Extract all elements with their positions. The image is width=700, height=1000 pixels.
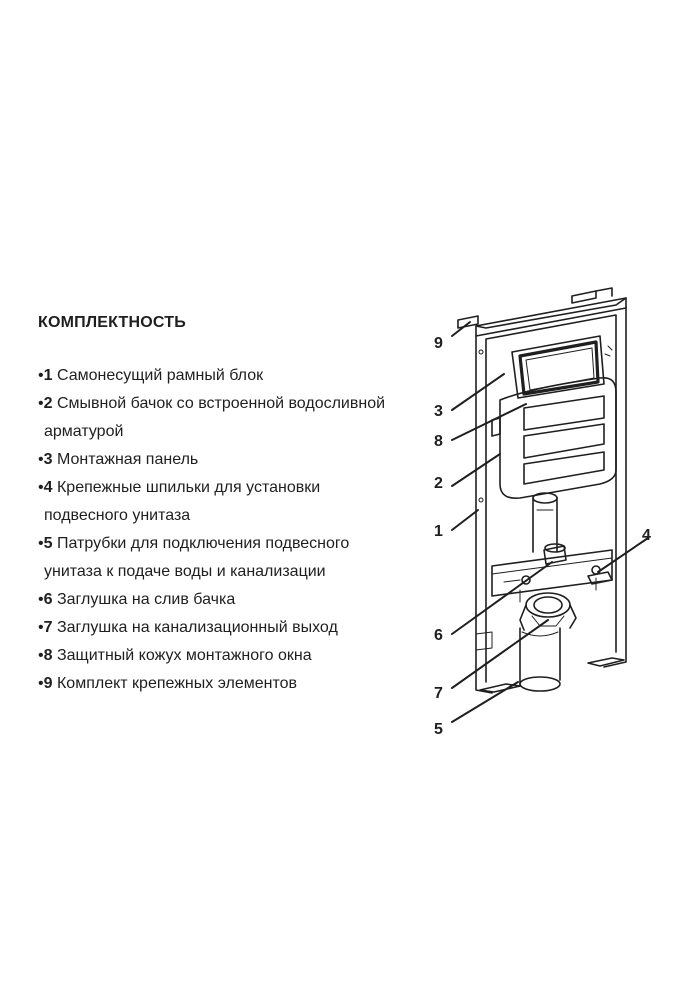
callout-3: 3 [434,403,443,420]
list-item: •9 Комплект крепежных элементов [38,670,438,698]
bullet: • [38,675,44,692]
callout-5: 5 [434,721,443,738]
item-text: Защитный кожух монтажного окна [56,647,312,664]
callout-4: 4 [642,527,651,544]
item-continuation: унитаза к подаче воды и канализации [44,563,326,580]
mounting-crossbar [491,549,613,603]
bullet: • [38,367,44,384]
page-title: КОМПЛЕКТНОСТЬ [38,314,186,331]
sewer-outlet [519,592,577,692]
list-item: •1 Самонесущий рамный блок [38,362,438,390]
water-inlet [543,543,567,565]
leader-lines [451,321,649,723]
list-item: •4 Крепежные шпильки для установки [38,474,438,502]
item-continuation: подвесного унитаза [44,507,191,524]
bullet: • [38,451,44,468]
mounting-panel [511,335,613,399]
bullet: • [38,535,44,552]
callout-7: 7 [434,685,443,702]
callout-9: 9 [434,335,443,352]
item-number: 9 [43,675,53,692]
item-number: 6 [43,591,53,608]
item-text: Самонесущий рамный блок [56,367,264,384]
callout-8: 8 [434,433,443,450]
bullet: • [38,619,44,636]
flush-pipe [532,492,558,553]
installation-frame-diagram: 9 3 8 2 1 4 6 7 5 [434,287,651,738]
list-item: •3 Монтажная панель [38,446,438,474]
item-text: Смывной бачок со встроенной водосливной [56,395,386,412]
bullet: • [38,591,44,608]
item-number: 7 [43,619,53,636]
item-text: Патрубки для подключения подвесного [56,535,350,552]
list-item: •5 Патрубки для подключения подвесного [38,530,438,558]
bullet: • [38,647,44,664]
bullet: • [38,395,44,412]
item-number: 3 [43,451,53,468]
cistern [491,376,617,500]
callout-1: 1 [434,523,443,540]
item-number: 2 [43,395,53,412]
bullet: • [38,479,44,496]
list-item: •8 Защитный кожух монтажного окна [38,642,438,670]
item-text: Крепежные шпильки для установки [56,479,321,496]
list-item: •7 Заглушка на канализационный выход [38,614,438,642]
item-continuation: арматурой [44,423,124,440]
item-text: Заглушка на канализационный выход [56,619,338,636]
frame-details [475,349,493,651]
item-text: Комплект крепежных элементов [56,675,298,692]
list-item: •2 Смывной бачок со встроенной водосливн… [38,390,438,418]
item-number: 5 [43,535,53,552]
item-number: 1 [43,367,53,384]
item-text: Монтажная панель [56,451,199,468]
item-text: Заглушка на слив бачка [56,591,236,608]
callout-2: 2 [434,475,443,492]
contents-list: •1 Самонесущий рамный блок •2 Смывной ба… [38,362,438,698]
item-number: 8 [43,647,53,664]
item-number: 4 [43,479,53,496]
callout-6: 6 [434,627,443,644]
list-item: •6 Заглушка на слив бачка [38,586,438,614]
